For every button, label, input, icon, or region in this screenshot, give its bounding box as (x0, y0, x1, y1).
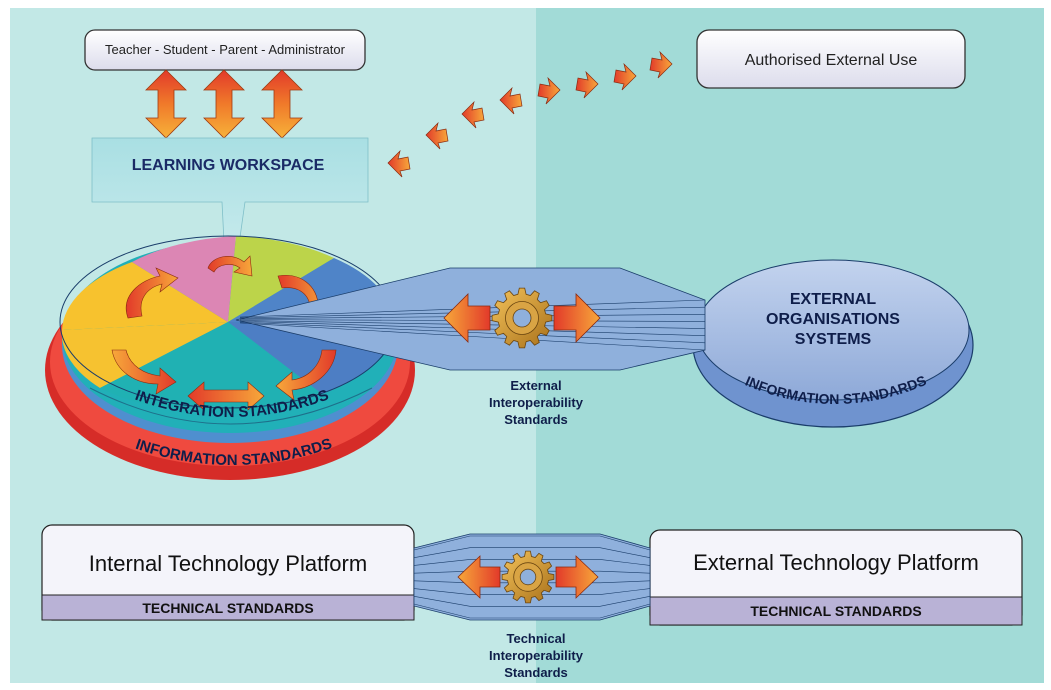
external-platform-standards: TECHNICAL STANDARDS (750, 603, 921, 619)
cycle-arrow-icon (126, 267, 179, 319)
dotted-arrow-chevron (537, 76, 561, 105)
double-arrow-icon (457, 555, 599, 599)
technical-interop-line-3: Standards (504, 665, 568, 680)
dotted-arrow-chevron (387, 149, 411, 178)
external-platform-box (649, 529, 1023, 626)
dotted-arrow-chevron (575, 70, 599, 99)
internal-platform-box (41, 524, 415, 621)
external-organisations-line-1: EXTERNAL (790, 291, 876, 308)
cycle-arrow-icon (111, 349, 177, 395)
external-interop-line-3: Standards (504, 412, 568, 427)
technical-interop-line-2: Interoperability (489, 648, 584, 663)
cycle-arrow-icon (187, 381, 265, 411)
internal-platform-title: Internal Technology Platform (89, 551, 367, 576)
internal-platform-standards: TECHNICAL STANDARDS (142, 600, 313, 616)
gear-icon (501, 550, 555, 604)
external-interop-line-1: External (510, 378, 561, 393)
dotted-arrow-chevron (425, 121, 449, 150)
learning-workspace-label: LEARNING WORKSPACE (132, 157, 325, 174)
top-roles-box (84, 29, 366, 71)
external-interop-line-2: Interoperability (489, 395, 584, 410)
external-organisations-line-2: ORGANISATIONS (766, 311, 900, 328)
dotted-arrow-chevron (461, 100, 485, 129)
pie-slice-yellow-b (61, 322, 229, 388)
technical-interop-line-1: Technical (506, 631, 565, 646)
top-roles-label: Teacher - Student - Parent - Administrat… (105, 42, 346, 57)
authorised-external-use-box (696, 29, 966, 89)
pie-slice-teal (100, 322, 322, 413)
double-arrow-icon (443, 293, 601, 343)
dotted-arrow-chevron (649, 50, 673, 79)
dotted-arrow-chevron (499, 86, 523, 115)
authorised-external-use-label: Authorised External Use (745, 52, 918, 69)
dotted-arrow-icon (387, 50, 673, 178)
cycle-arrow-icon (207, 255, 253, 277)
cycle-arrow-icon (275, 349, 337, 401)
external-organisations-line-3: SYSTEMS (795, 331, 872, 348)
pie-slice-pink (132, 236, 236, 322)
pie-slice-yellow (62, 262, 228, 330)
gear-icon (491, 287, 553, 349)
dotted-arrow-chevron (613, 62, 637, 91)
external-platform-title: External Technology Platform (693, 550, 979, 575)
